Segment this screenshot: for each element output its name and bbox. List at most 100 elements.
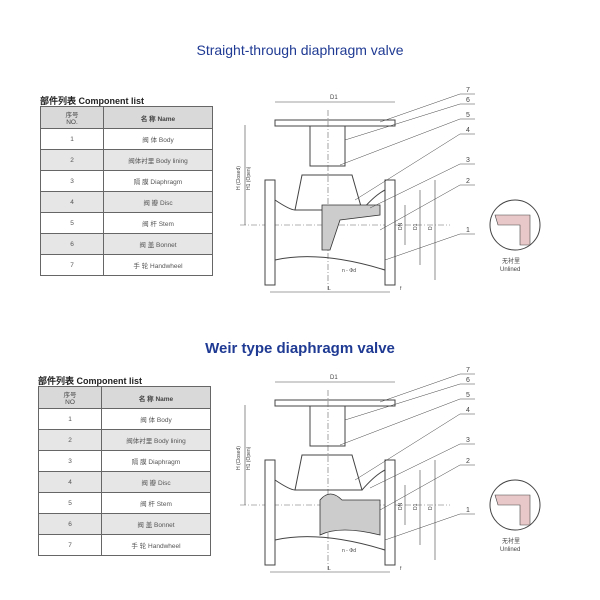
detail-section [494,214,531,246]
header-no: 序号 NO [38,386,102,409]
row-name: 阀 体 Body [101,408,211,430]
right-flange [384,179,396,286]
callout-leader [379,93,461,123]
detail-label-cn: 无衬里 [502,257,520,265]
row-no: 1 [38,408,102,430]
row-name: 阀 杆 Stem [103,212,213,234]
callout-leader [384,233,461,261]
callout-leader [344,383,461,421]
callout-number: 5 [466,112,470,119]
row-no: 7 [38,534,102,556]
dim-label-dim_d: D [428,226,434,230]
row-name: 阀 瓣 Disc [101,471,211,493]
row-name: 阀 杆 Stem [101,492,211,514]
row-no: 4 [40,191,104,213]
bonnet [294,454,363,491]
callout-leader [344,103,461,141]
row-no: 4 [38,471,102,493]
dim-label-l: L [328,566,331,572]
callout-number: 7 [466,87,470,94]
row-name: 阀 盖 Bonnet [103,233,213,255]
dim-label-d1: D1 [330,375,338,381]
row-no: 5 [38,492,102,514]
dim-label-f: f [400,566,402,572]
row-name: 阀 体 Body [103,128,213,150]
header-name: 名 称 Name [101,386,211,409]
callout-number: 5 [466,392,470,399]
section-title-straight-through: Straight-through diaphragm valve [196,42,404,58]
dim-label-holes: n - Φd [342,268,356,274]
left-flange [264,179,276,286]
dim-label-l: L [328,286,331,292]
dim-label-d1: D1 [330,95,338,101]
handwheel [274,399,396,407]
right-flange [384,459,396,566]
detail-section [494,494,531,526]
row-no: 6 [40,233,104,255]
callout-number: 7 [466,367,470,374]
callout-number: 2 [466,178,470,185]
dim-label-h: H (Closed) [236,446,242,470]
callout-number: 4 [466,127,470,134]
callout-number: 1 [466,227,470,234]
callout-number: 1 [466,507,470,514]
callout-leader [339,398,461,446]
section-title-weir-type: Weir type diaphragm valve [205,340,395,357]
dim-label-dim_dn: DN [398,222,404,230]
detail-label-cn: 无衬里 [502,537,520,545]
callout-leader [379,373,461,403]
row-no: 1 [40,128,104,150]
row-name: 手 轮 Handwheel [103,254,213,276]
callout-leader [354,133,461,201]
row-name: 手 轮 Handwheel [101,534,211,556]
valve-body [274,469,386,551]
row-no: 3 [40,170,104,192]
callout-number: 6 [466,97,470,104]
component-list-label: 部件列表 Component list [38,376,142,386]
detail-circle [489,479,541,531]
row-name: 阀体衬里 Body lining [103,149,213,171]
detail-label-en: Unlined [500,547,520,553]
row-no: 3 [38,450,102,472]
detail-circle [489,199,541,251]
header-no: 序号 NO. [40,106,104,129]
callout-number: 3 [466,157,470,164]
bonnet-neck [309,405,346,447]
dim-label-dim_d1: D1 [413,503,419,510]
handwheel [274,119,396,127]
row-no: 2 [40,149,104,171]
callout-number: 6 [466,377,470,384]
row-name: 隔 膜 Diaphragm [103,170,213,192]
row-name: 阀 瓣 Disc [103,191,213,213]
dim-label-dim_dn: DN [398,502,404,510]
callout-number: 4 [466,407,470,414]
left-flange [264,459,276,566]
component-list-label: 部件列表 Component list [40,96,144,106]
dim-label-f: f [400,286,402,292]
row-name: 阀 盖 Bonnet [101,513,211,535]
callout-number: 2 [466,458,470,465]
diaphragm-and-lining [319,493,381,536]
header-name: 名 称 Name [103,106,213,129]
callout-leader [379,464,461,511]
callout-leader [379,184,461,231]
dim-label-h1: H1 (Open) [246,166,252,190]
dim-label-dim_d1: D1 [413,223,419,230]
row-no: 2 [38,429,102,451]
callout-leader [339,118,461,166]
